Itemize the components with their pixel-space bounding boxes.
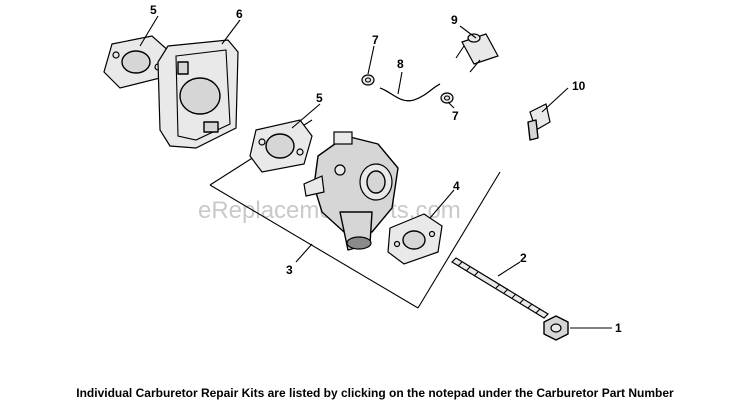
gasket-part-5-left: [103, 35, 171, 89]
callout-numbers: 5 6 5 7 8 9 7 10 4 3 2 1: [150, 3, 622, 335]
gasket-part-5-center: [249, 119, 313, 173]
fuel-hose-part-8: [379, 83, 441, 102]
leader-lines: [139, 15, 612, 329]
hose-clamp-part-7-right: [440, 92, 454, 104]
callout-label: 9: [451, 13, 458, 27]
hose-clamp-part-7-left: [361, 74, 375, 86]
callout-label: 1: [615, 321, 622, 335]
callout-label: 7: [372, 33, 379, 47]
callout-label: 2: [520, 251, 527, 265]
fuel-filter-part-9: [455, 33, 499, 73]
air-cleaner-base-part-6: [157, 39, 239, 149]
repair-kit-note: Individual Carburetor Repair Kits are li…: [76, 386, 674, 400]
callout-label: 10: [572, 79, 586, 93]
stud-part-2: [451, 257, 549, 319]
nut-part-1: [543, 315, 569, 341]
clip-part-10: [527, 103, 551, 141]
callout-label: 5: [150, 3, 157, 17]
callout-label: 5: [316, 91, 323, 105]
callout-label: 8: [397, 57, 404, 71]
callout-label: 4: [453, 179, 460, 193]
callout-label: 6: [236, 7, 243, 21]
callout-label: 7: [452, 109, 459, 123]
carburetor-part-3: [303, 131, 399, 251]
callout-label: 3: [286, 263, 293, 277]
gasket-part-4: [387, 213, 443, 265]
